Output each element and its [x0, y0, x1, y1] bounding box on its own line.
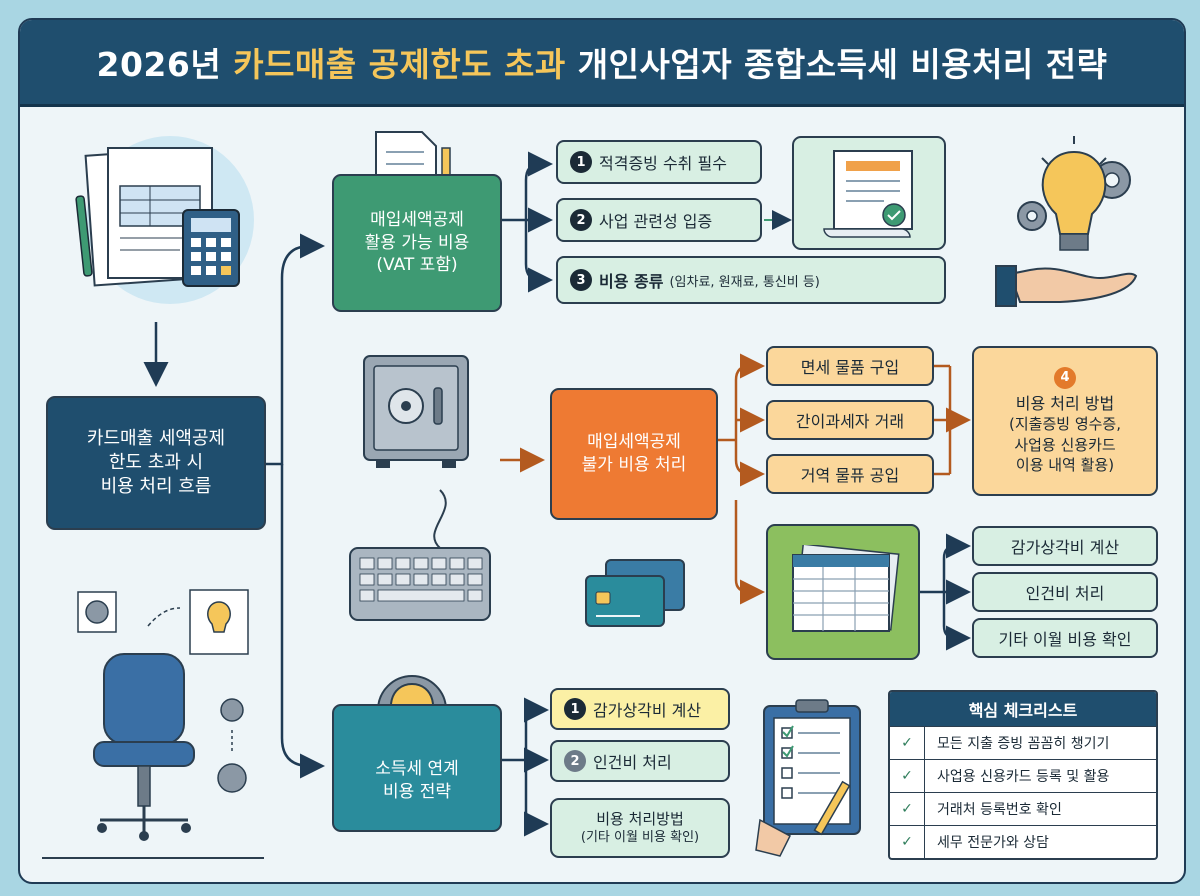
keyboard-icon [349, 489, 491, 621]
item-number-badge: 3 [570, 269, 592, 291]
income-tax-item-2-text: 인건비 처리 [593, 753, 672, 772]
branch-income-tax-line-1: 소득세 연계 [375, 759, 459, 780]
branch-nondeductible-line-1: 매입세액공제 [587, 432, 681, 453]
checklist-item-text: 모든 지출 증빙 꼼꼼히 챙기기 [937, 736, 1110, 752]
hand-icon [995, 265, 1138, 307]
income-tax-item-1: 1 감가상각비 계산 [550, 688, 730, 730]
income-tax-item-3: 비용 처리방법 (기타 이월 비용 확인) [550, 798, 730, 858]
root-line-2: 한도 초과 시 [108, 451, 204, 473]
item-number-badge: 4 [1054, 366, 1076, 389]
income-tax-item-1-text: 감가상각비 계산 [593, 701, 702, 720]
documents-calculator-icon [75, 136, 254, 304]
key-checklist: 핵심 체크리스트 ✓ 모든 지출 증빙 꼼꼼히 챙기기 ✓ 사업용 신용카드 등… [888, 690, 1158, 860]
office-chair-icon [42, 589, 264, 859]
nondeductible-item-2: 간이과세자 거래 [766, 400, 934, 440]
diagram-canvas [42, 131, 1138, 859]
checklist-row: ✓ 세무 전문가와 상담 [890, 825, 1156, 858]
root-node: 카드매출 세액공제 한도 초과 시 비용 처리 흐름 [46, 396, 266, 530]
deductible-item-3-note: (임차료, 원재료, 통신비 등) [669, 274, 820, 290]
deductible-item-3-text: 비용 종류 [599, 272, 664, 291]
branch-deductible-line-1: 매입세액공제 [370, 209, 464, 230]
branch-nondeductible-line-2: 불가 비용 처리 [581, 455, 687, 475]
checklist-item-text: 세무 전문가와 상담 [937, 835, 1049, 851]
title-highlight: 카드매출 공제한도 초과 [233, 45, 566, 84]
check-icon: ✓ [890, 760, 925, 792]
nondeductible-item-1: 면세 물품 구입 [766, 346, 934, 386]
nondeductible-item-3: 거역 물퓨 공입 [766, 454, 934, 494]
expense-method-line-3: 사업용 신용카드 [1014, 435, 1116, 454]
nondeductible-item-2-text: 간이과세자 거래 [795, 412, 905, 431]
ledger-item-1: 감가상각비 계산 [972, 526, 1158, 566]
certificate-icon [823, 150, 913, 238]
income-tax-item-3-line-1: 비용 처리방법 [596, 810, 684, 829]
branch-deductible-line-3: (VAT 포함) [376, 255, 458, 276]
title-prefix: 2026년 [96, 45, 234, 84]
checklist-row: ✓ 모든 지출 증빙 꼼꼼히 챙기기 [890, 726, 1156, 759]
infographic-frame: 2026년 카드매출 공제한도 초과 개인사업자 종합소득세 비용처리 전략 [18, 18, 1186, 884]
branch-deductible-node: 매입세액공제 활용 가능 비용 (VAT 포함) [332, 174, 502, 312]
nondeductible-item-1-text: 면세 물품 구입 [800, 358, 900, 377]
check-icon: ✓ [890, 793, 925, 825]
check-icon: ✓ [890, 727, 925, 759]
deductible-item-1-text: 적격증빙 수취 필수 [599, 154, 727, 173]
ledger-item-1-text: 감가상각비 계산 [1010, 538, 1120, 557]
certificate-panel [792, 136, 946, 250]
ledger-icon [792, 545, 900, 632]
expense-method-line-2: (지출증빙 영수증, [1009, 415, 1121, 434]
deductible-item-2: 2 사업 관련성 입증 [556, 198, 762, 242]
ledger-item-2-text: 인건비 처리 [1025, 584, 1105, 603]
deductible-item-2-text: 사업 관련성 입증 [599, 212, 713, 231]
checklist-title: 핵심 체크리스트 [890, 692, 1156, 726]
expense-method-box: 4 비용 처리 방법 (지출증빙 영수증, 사업용 신용카드 이용 내역 활용) [972, 346, 1158, 496]
page-title: 2026년 카드매출 공제한도 초과 개인사업자 종합소득세 비용처리 전략 [97, 38, 1108, 86]
ledger-panel [766, 524, 920, 660]
deductible-item-3: 3 비용 종류 (임차료, 원재료, 통신비 등) [556, 256, 946, 304]
item-number-badge: 1 [570, 151, 592, 173]
expense-method-line-4: 이용 내역 활용) [1015, 455, 1115, 474]
checklist-item-text: 사업용 신용카드 등록 및 활용 [937, 769, 1110, 785]
lightbulb-gears-icon [1017, 136, 1131, 251]
item-number-badge: 1 [564, 698, 586, 720]
root-line-3: 비용 처리 흐름 [100, 476, 212, 498]
expense-method-line-1: 비용 처리 방법 [1015, 393, 1115, 413]
checklist-row: ✓ 사업용 신용카드 등록 및 활용 [890, 759, 1156, 792]
income-tax-item-3-line-2: (기타 이월 비용 확인) [580, 830, 700, 846]
item-number-badge: 2 [570, 209, 592, 231]
branch-income-tax-line-2: 비용 전략 [383, 782, 451, 802]
branch-deductible-line-2: 활용 가능 비용 [364, 232, 470, 253]
checklist-row: ✓ 거래처 등록번호 확인 [890, 792, 1156, 825]
item-number-badge: 2 [564, 750, 586, 772]
ledger-item-2: 인건비 처리 [972, 572, 1158, 612]
title-bar: 2026년 카드매출 공제한도 초과 개인사업자 종합소득세 비용처리 전략 [20, 20, 1184, 107]
check-icon: ✓ [890, 826, 925, 858]
clipboard-checklist-icon [755, 699, 861, 857]
nondeductible-item-3-text: 거역 물퓨 공입 [800, 466, 900, 485]
deductible-item-1: 1 적격증빙 수취 필수 [556, 140, 762, 184]
ledger-item-3: 기타 이월 비용 확인 [972, 618, 1158, 658]
title-suffix: 개인사업자 종합소득세 비용처리 전략 [565, 45, 1108, 84]
branch-income-tax-node: 소득세 연계 비용 전략 [332, 704, 502, 832]
ledger-item-3-text: 기타 이월 비용 확인 [998, 630, 1132, 649]
root-line-1: 카드매출 세액공제 [86, 427, 226, 449]
checklist-item-text: 거래처 등록번호 확인 [937, 802, 1062, 818]
income-tax-item-2: 2 인건비 처리 [550, 740, 730, 782]
credit-card-icon [585, 559, 685, 627]
branch-nondeductible-node: 매입세액공제 불가 비용 처리 [550, 388, 718, 520]
safe-icon [363, 355, 469, 468]
